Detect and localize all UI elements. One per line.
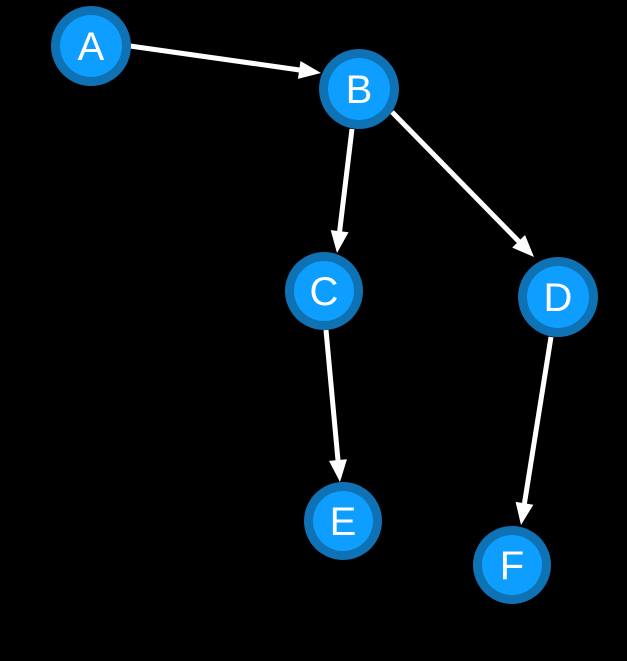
node-layer: A B C D E F xyxy=(51,6,598,604)
edge-b-to-c xyxy=(330,128,355,253)
graph-node-c[interactable]: C xyxy=(285,252,363,330)
graph-node-a[interactable]: A xyxy=(51,6,131,86)
node-fill xyxy=(294,261,354,321)
node-fill xyxy=(527,266,589,328)
edge-d-to-f xyxy=(515,336,554,525)
edge-layer xyxy=(129,43,554,525)
arrowhead-icon xyxy=(297,61,321,79)
edge-b-to-d xyxy=(390,110,534,257)
node-fill xyxy=(60,15,122,77)
graph-node-b[interactable]: B xyxy=(319,49,399,129)
node-fill xyxy=(328,58,390,120)
graph-node-f[interactable]: F xyxy=(473,526,551,604)
node-label: F xyxy=(500,544,524,588)
graph-node-d[interactable]: D xyxy=(518,257,598,337)
edge-line xyxy=(129,43,303,73)
edge-line xyxy=(336,128,355,235)
arrowhead-icon xyxy=(329,459,347,482)
node-label: D xyxy=(544,276,573,320)
node-fill xyxy=(313,491,373,551)
graph-node-e[interactable]: E xyxy=(304,482,382,560)
node-label: E xyxy=(330,500,357,544)
edge-line xyxy=(323,329,341,464)
node-label: C xyxy=(310,270,339,314)
node-fill xyxy=(482,535,542,595)
edge-line xyxy=(390,110,523,246)
arrowhead-icon xyxy=(515,501,534,525)
edge-c-to-e xyxy=(323,329,347,482)
arrowhead-icon xyxy=(512,234,534,257)
edge-line xyxy=(521,336,554,507)
node-label: A xyxy=(78,25,105,69)
arrowhead-icon xyxy=(330,230,349,253)
node-label: B xyxy=(346,68,373,112)
edge-a-to-b xyxy=(129,43,321,79)
